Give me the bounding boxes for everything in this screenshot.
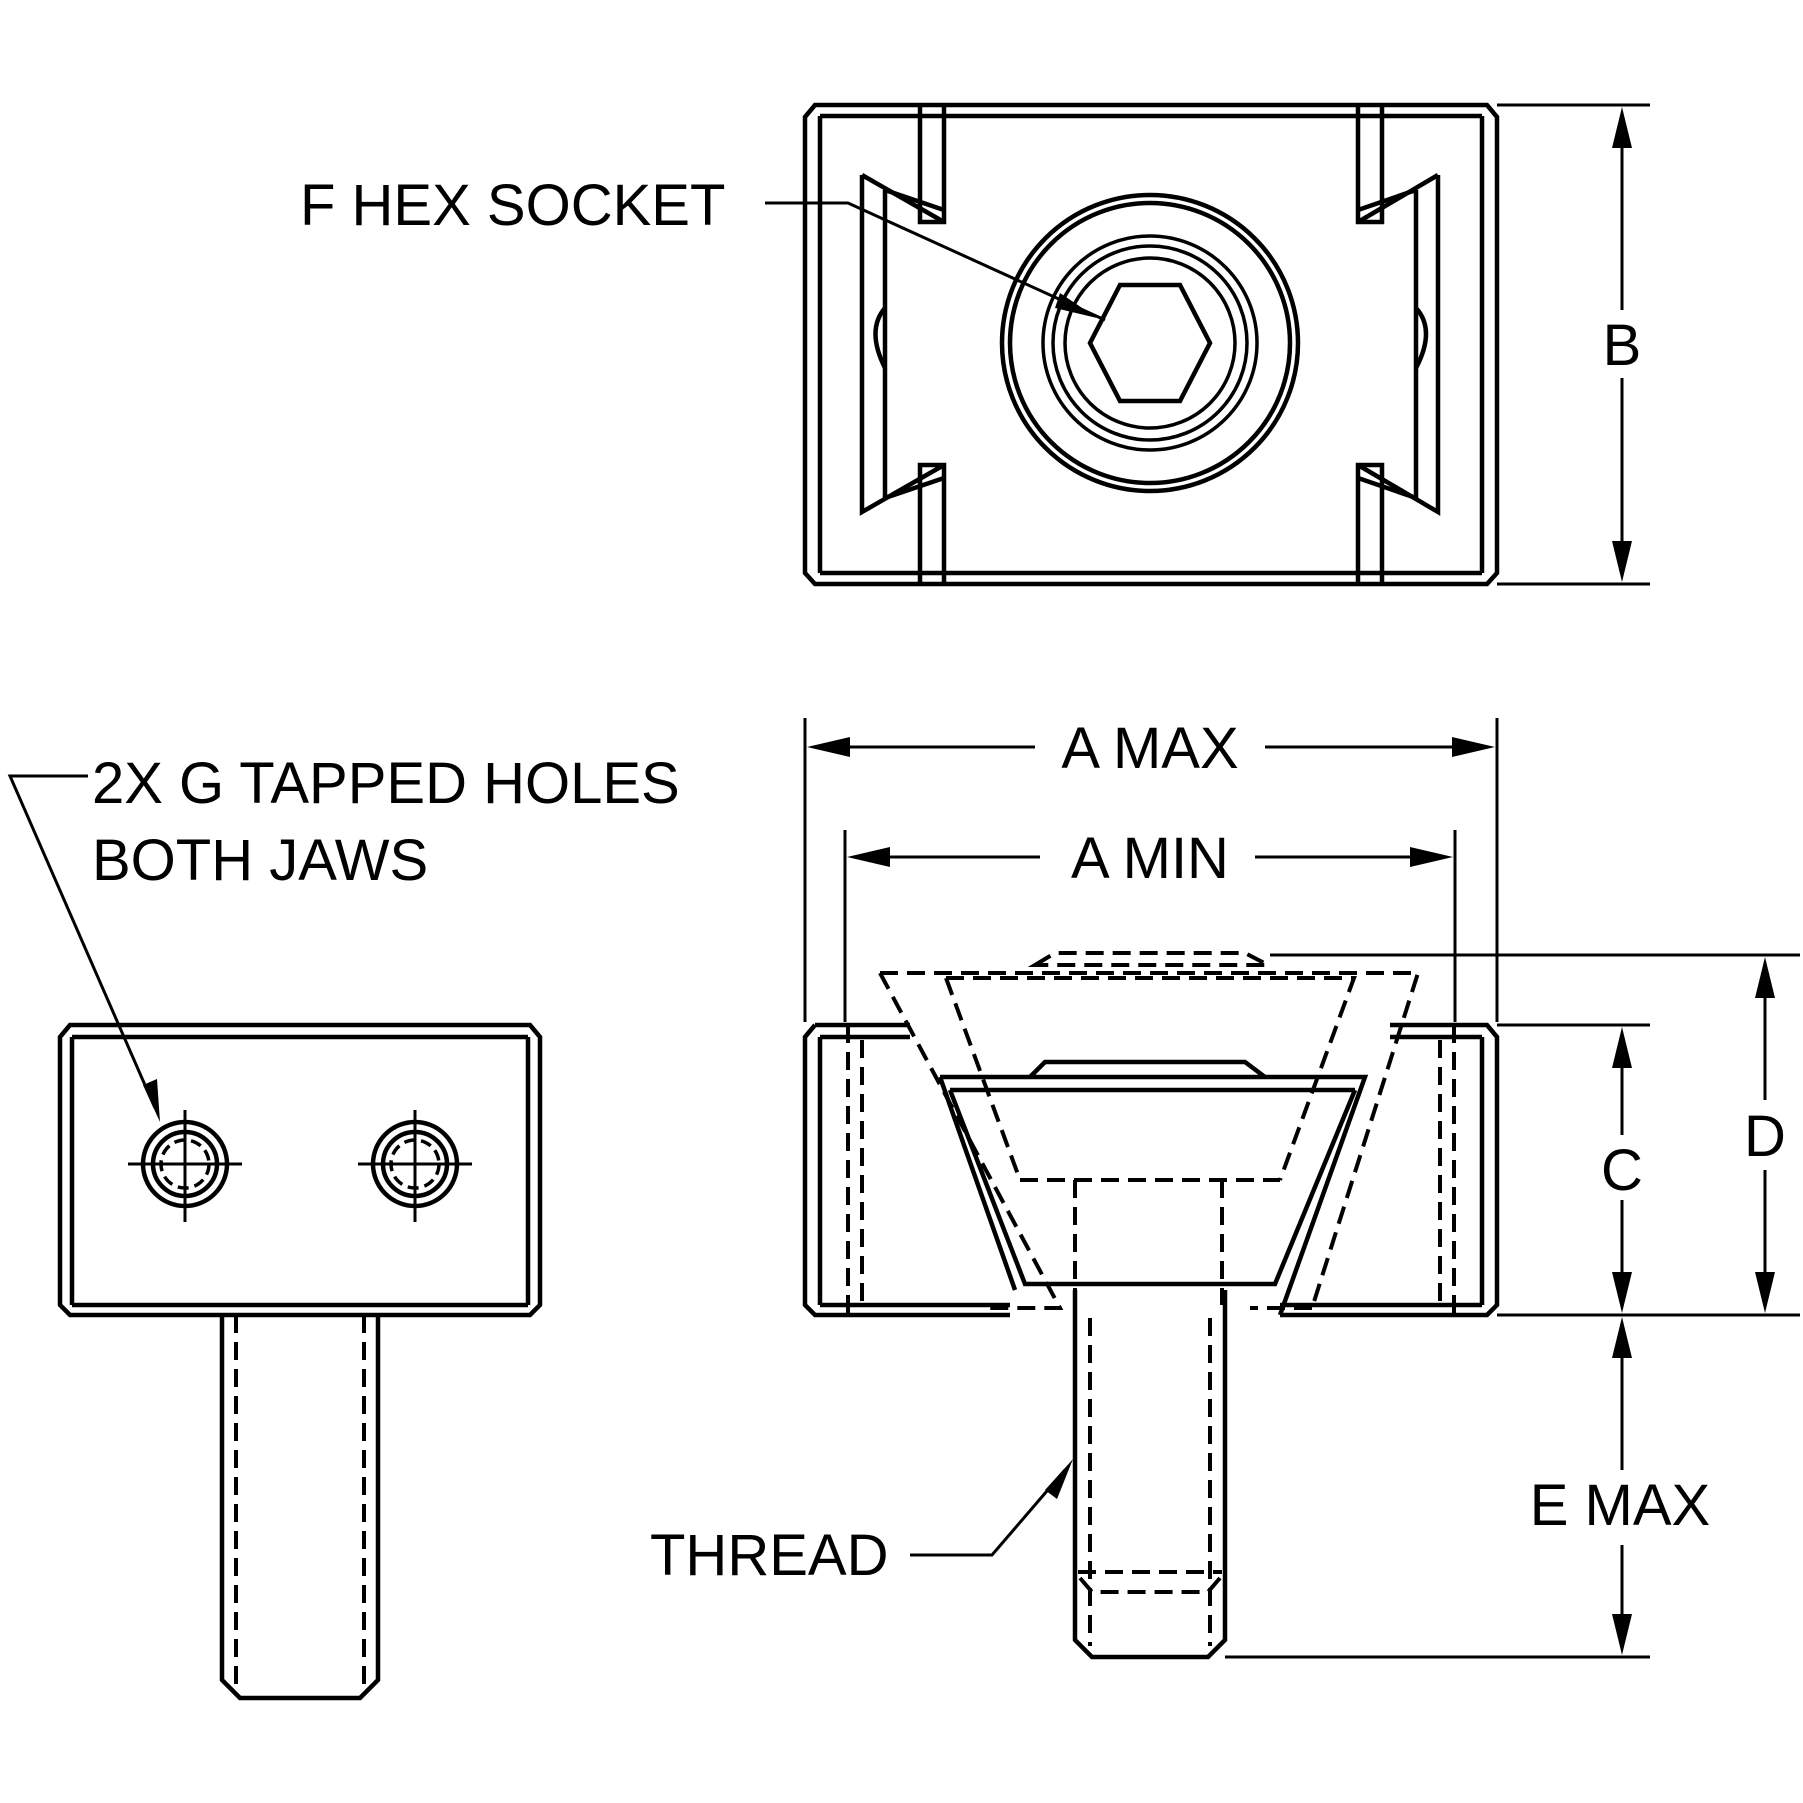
dimension-c: C (1497, 1023, 1800, 1317)
dim-label-b: B (1603, 313, 1642, 378)
front-view-screw (1072, 1290, 1228, 1660)
dim-label-a-max: A MAX (1061, 716, 1238, 781)
dim-label-c: C (1601, 1138, 1643, 1203)
top-view (802, 102, 1500, 587)
dimension-b: B (1497, 103, 1650, 586)
front-view-right-jaw (1280, 1022, 1500, 1318)
dimension-a-max: A MAX (803, 716, 1499, 1022)
dimension-e-max: E MAX (1225, 1317, 1711, 1659)
clamp-wedge-max (878, 971, 1421, 1310)
thread-callout: THREAD (650, 1459, 1073, 1588)
dim-label-a-min: A MIN (1071, 826, 1229, 891)
tapped-hole-right (358, 1110, 472, 1222)
dim-label-d: D (1744, 1104, 1786, 1169)
side-view (57, 1022, 543, 1701)
left-jaw (859, 173, 946, 516)
dimension-d: D (1270, 953, 1800, 1313)
front-view (802, 951, 1500, 1660)
side-view-outline (57, 1022, 543, 1318)
side-view-screw (219, 1315, 381, 1701)
dim-label-e-max: E MAX (1530, 1473, 1711, 1538)
tapped-holes-callout: 2X G TAPPED HOLES BOTH JAWS (7, 751, 680, 1122)
tapped-holes-label-line2: BOTH JAWS (92, 828, 428, 893)
hex-socket-icon (1087, 282, 1213, 404)
dimension-a-min: A MIN (843, 826, 1457, 1022)
clamp-wedge (937, 1074, 1369, 1316)
top-view-outline (802, 102, 1500, 587)
hex-socket-callout: F HEX SOCKET (300, 173, 1106, 322)
thread-label: THREAD (650, 1523, 888, 1588)
hex-socket-label: F HEX SOCKET (300, 173, 725, 238)
tapped-holes-label-line1: 2X G TAPPED HOLES (92, 751, 680, 816)
front-view-left-jaw (802, 1022, 1010, 1318)
tapped-hole-left (128, 1110, 242, 1222)
screw-head-outer (999, 192, 1301, 494)
